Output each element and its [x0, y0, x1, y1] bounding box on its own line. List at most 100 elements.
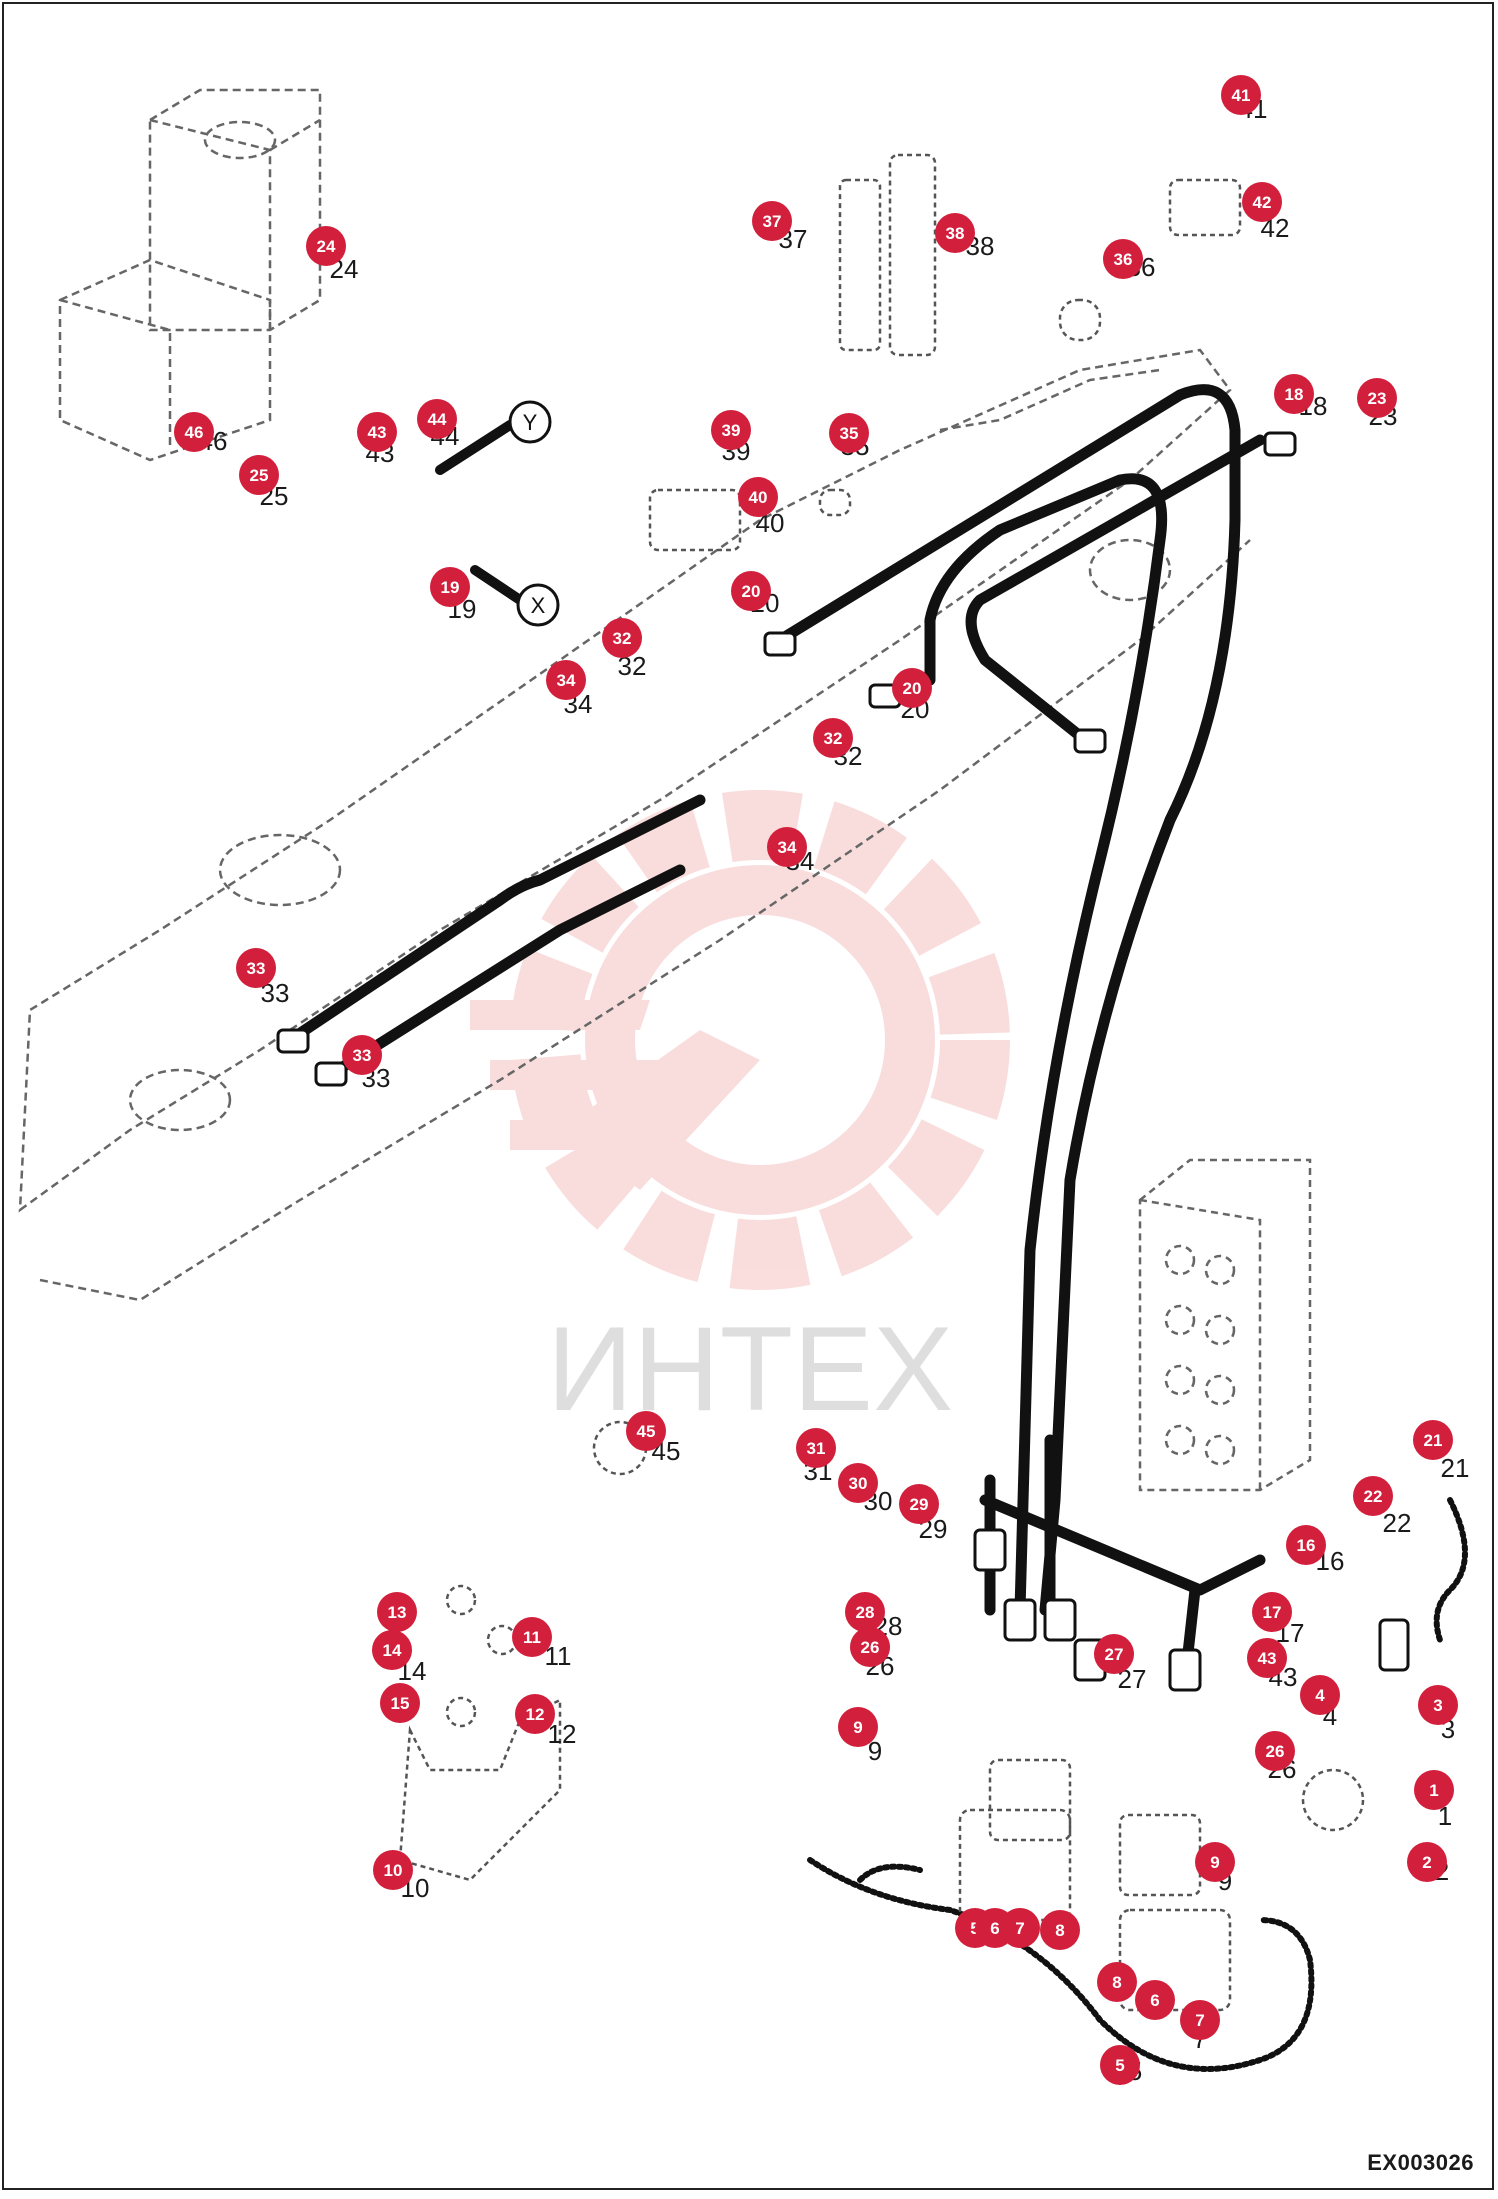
callout-number: 1: [1429, 1781, 1438, 1800]
callout-circle: [899, 1484, 939, 1524]
callout-badge[interactable]: 9: [1195, 1842, 1235, 1882]
callout-badge[interactable]: 16: [1286, 1525, 1326, 1565]
callout-badge[interactable]: 29: [899, 1484, 939, 1524]
callout-badge[interactable]: 31: [796, 1428, 836, 1468]
callout-badge[interactable]: 4: [1300, 1675, 1340, 1715]
callout-badge[interactable]: 14: [372, 1630, 412, 1670]
callout-number: 5: [1115, 2056, 1124, 2075]
callout-badge[interactable]: 15: [380, 1683, 420, 1723]
callout-badge[interactable]: 9: [838, 1707, 878, 1747]
callout-badge[interactable]: 39: [711, 410, 751, 450]
callout-badge[interactable]: 7: [1000, 1908, 1040, 1948]
callout-badge[interactable]: 22: [1353, 1476, 1393, 1516]
callout-badge[interactable]: 38: [935, 213, 975, 253]
callout-number: 18: [1285, 385, 1304, 404]
callout-circle: [1040, 1910, 1080, 1950]
boom-arm-outline: [18, 348, 1251, 1302]
callout-number: 2: [1422, 1853, 1431, 1872]
callout-badge[interactable]: 8: [1040, 1910, 1080, 1950]
callout-badge[interactable]: 25: [239, 455, 279, 495]
callout-badge[interactable]: 20: [731, 571, 771, 611]
callout-badge[interactable]: 26: [1255, 1731, 1295, 1771]
callout-badge[interactable]: 30: [838, 1463, 878, 1503]
callout-number: 7: [1015, 1919, 1024, 1938]
callout-circle: [174, 412, 214, 452]
callout-badge[interactable]: 3: [1418, 1685, 1458, 1725]
callout-badge[interactable]: 40: [738, 477, 778, 517]
callout-number: 34: [557, 671, 576, 690]
callout-badge[interactable]: 42: [1242, 182, 1282, 222]
callout-number: 39: [722, 421, 741, 440]
callout-badge[interactable]: 33: [342, 1035, 382, 1075]
callout-badge[interactable]: 7: [1180, 2000, 1220, 2040]
callout-badge[interactable]: 5: [1100, 2045, 1140, 2085]
callout-badge[interactable]: 46: [174, 412, 214, 452]
callout-number: 42: [1253, 193, 1272, 212]
callout-badge[interactable]: 1: [1414, 1770, 1454, 1810]
callout-number: 43: [368, 423, 387, 442]
callout-badge[interactable]: 21: [1413, 1420, 1453, 1460]
callout-number: 12: [526, 1705, 545, 1724]
callout-badge[interactable]: 41: [1221, 75, 1261, 115]
callout-badge[interactable]: 13: [377, 1592, 417, 1632]
callout-badge[interactable]: 32: [813, 718, 853, 758]
callout-circle: [1274, 374, 1314, 414]
callout-badge[interactable]: 12: [515, 1694, 555, 1734]
callout-badge[interactable]: 34: [546, 660, 586, 700]
callout-badge[interactable]: 43: [357, 412, 397, 452]
callout-number: 43: [1258, 1649, 1277, 1668]
callout-circle: [430, 567, 470, 607]
callout-badge[interactable]: 8: [1097, 1962, 1137, 2002]
callout-badge[interactable]: 19: [430, 567, 470, 607]
callout-badge[interactable]: 20: [892, 668, 932, 708]
callout-number: 38: [946, 224, 965, 243]
callout-circle: [373, 1850, 413, 1890]
callout-number: 20: [903, 679, 922, 698]
callout-circle: [512, 1617, 552, 1657]
callout-number: 22: [1364, 1487, 1383, 1506]
callout-badge[interactable]: 10: [373, 1850, 413, 1890]
callout-number: 46: [185, 423, 204, 442]
callout-badge[interactable]: 43: [1247, 1638, 1287, 1678]
callout-badge[interactable]: 18: [1274, 374, 1314, 414]
callout-badge[interactable]: 2: [1407, 1842, 1447, 1882]
callout-number: 8: [1112, 1973, 1121, 1992]
callout-circle: [1135, 1980, 1175, 2020]
callout-number: 31: [807, 1439, 826, 1458]
callout-circle: [417, 399, 457, 439]
callout-number: 4: [1315, 1686, 1325, 1705]
callout-circle: [1000, 1908, 1040, 1948]
callout-badge[interactable]: 23: [1357, 378, 1397, 418]
callout-number: 28: [856, 1603, 875, 1622]
callout-number: 9: [853, 1718, 862, 1737]
callout-badge[interactable]: 28: [845, 1592, 885, 1632]
callout-badge[interactable]: 11: [512, 1617, 552, 1657]
hydraulic-hoses: [284, 384, 1266, 1686]
callout-badge[interactable]: 36: [1103, 239, 1143, 279]
callout-badge[interactable]: 26: [850, 1627, 890, 1667]
callout-number: 7: [1195, 2011, 1204, 2030]
callout-badge[interactable]: 35: [829, 413, 869, 453]
callout-number: 25: [250, 466, 269, 485]
callout-badge[interactable]: 6: [1135, 1980, 1175, 2020]
callout-number: 21: [1424, 1431, 1443, 1450]
callout-number: 30: [849, 1474, 868, 1493]
callout-badge[interactable]: 27: [1094, 1634, 1134, 1674]
callout-badge[interactable]: 45: [626, 1411, 666, 1451]
callout-badge[interactable]: 44: [417, 399, 457, 439]
callout-number: 26: [1266, 1742, 1285, 1761]
callout-badge[interactable]: 17: [1252, 1592, 1292, 1632]
callout-circle: [357, 412, 397, 452]
callout-circle: [813, 718, 853, 758]
callout-badge[interactable]: 34: [767, 827, 807, 867]
callout-badge[interactable]: 32: [602, 618, 642, 658]
connector-y: Y: [435, 400, 552, 475]
electrical-harness: [807, 1497, 1468, 2072]
callout-badge[interactable]: 33: [236, 948, 276, 988]
callout-number: 11: [523, 1628, 541, 1647]
callout-circle: [342, 1035, 382, 1075]
callout-badge[interactable]: 24: [306, 226, 346, 266]
callout-circle: [1094, 1634, 1134, 1674]
callout-badge[interactable]: 37: [752, 201, 792, 241]
